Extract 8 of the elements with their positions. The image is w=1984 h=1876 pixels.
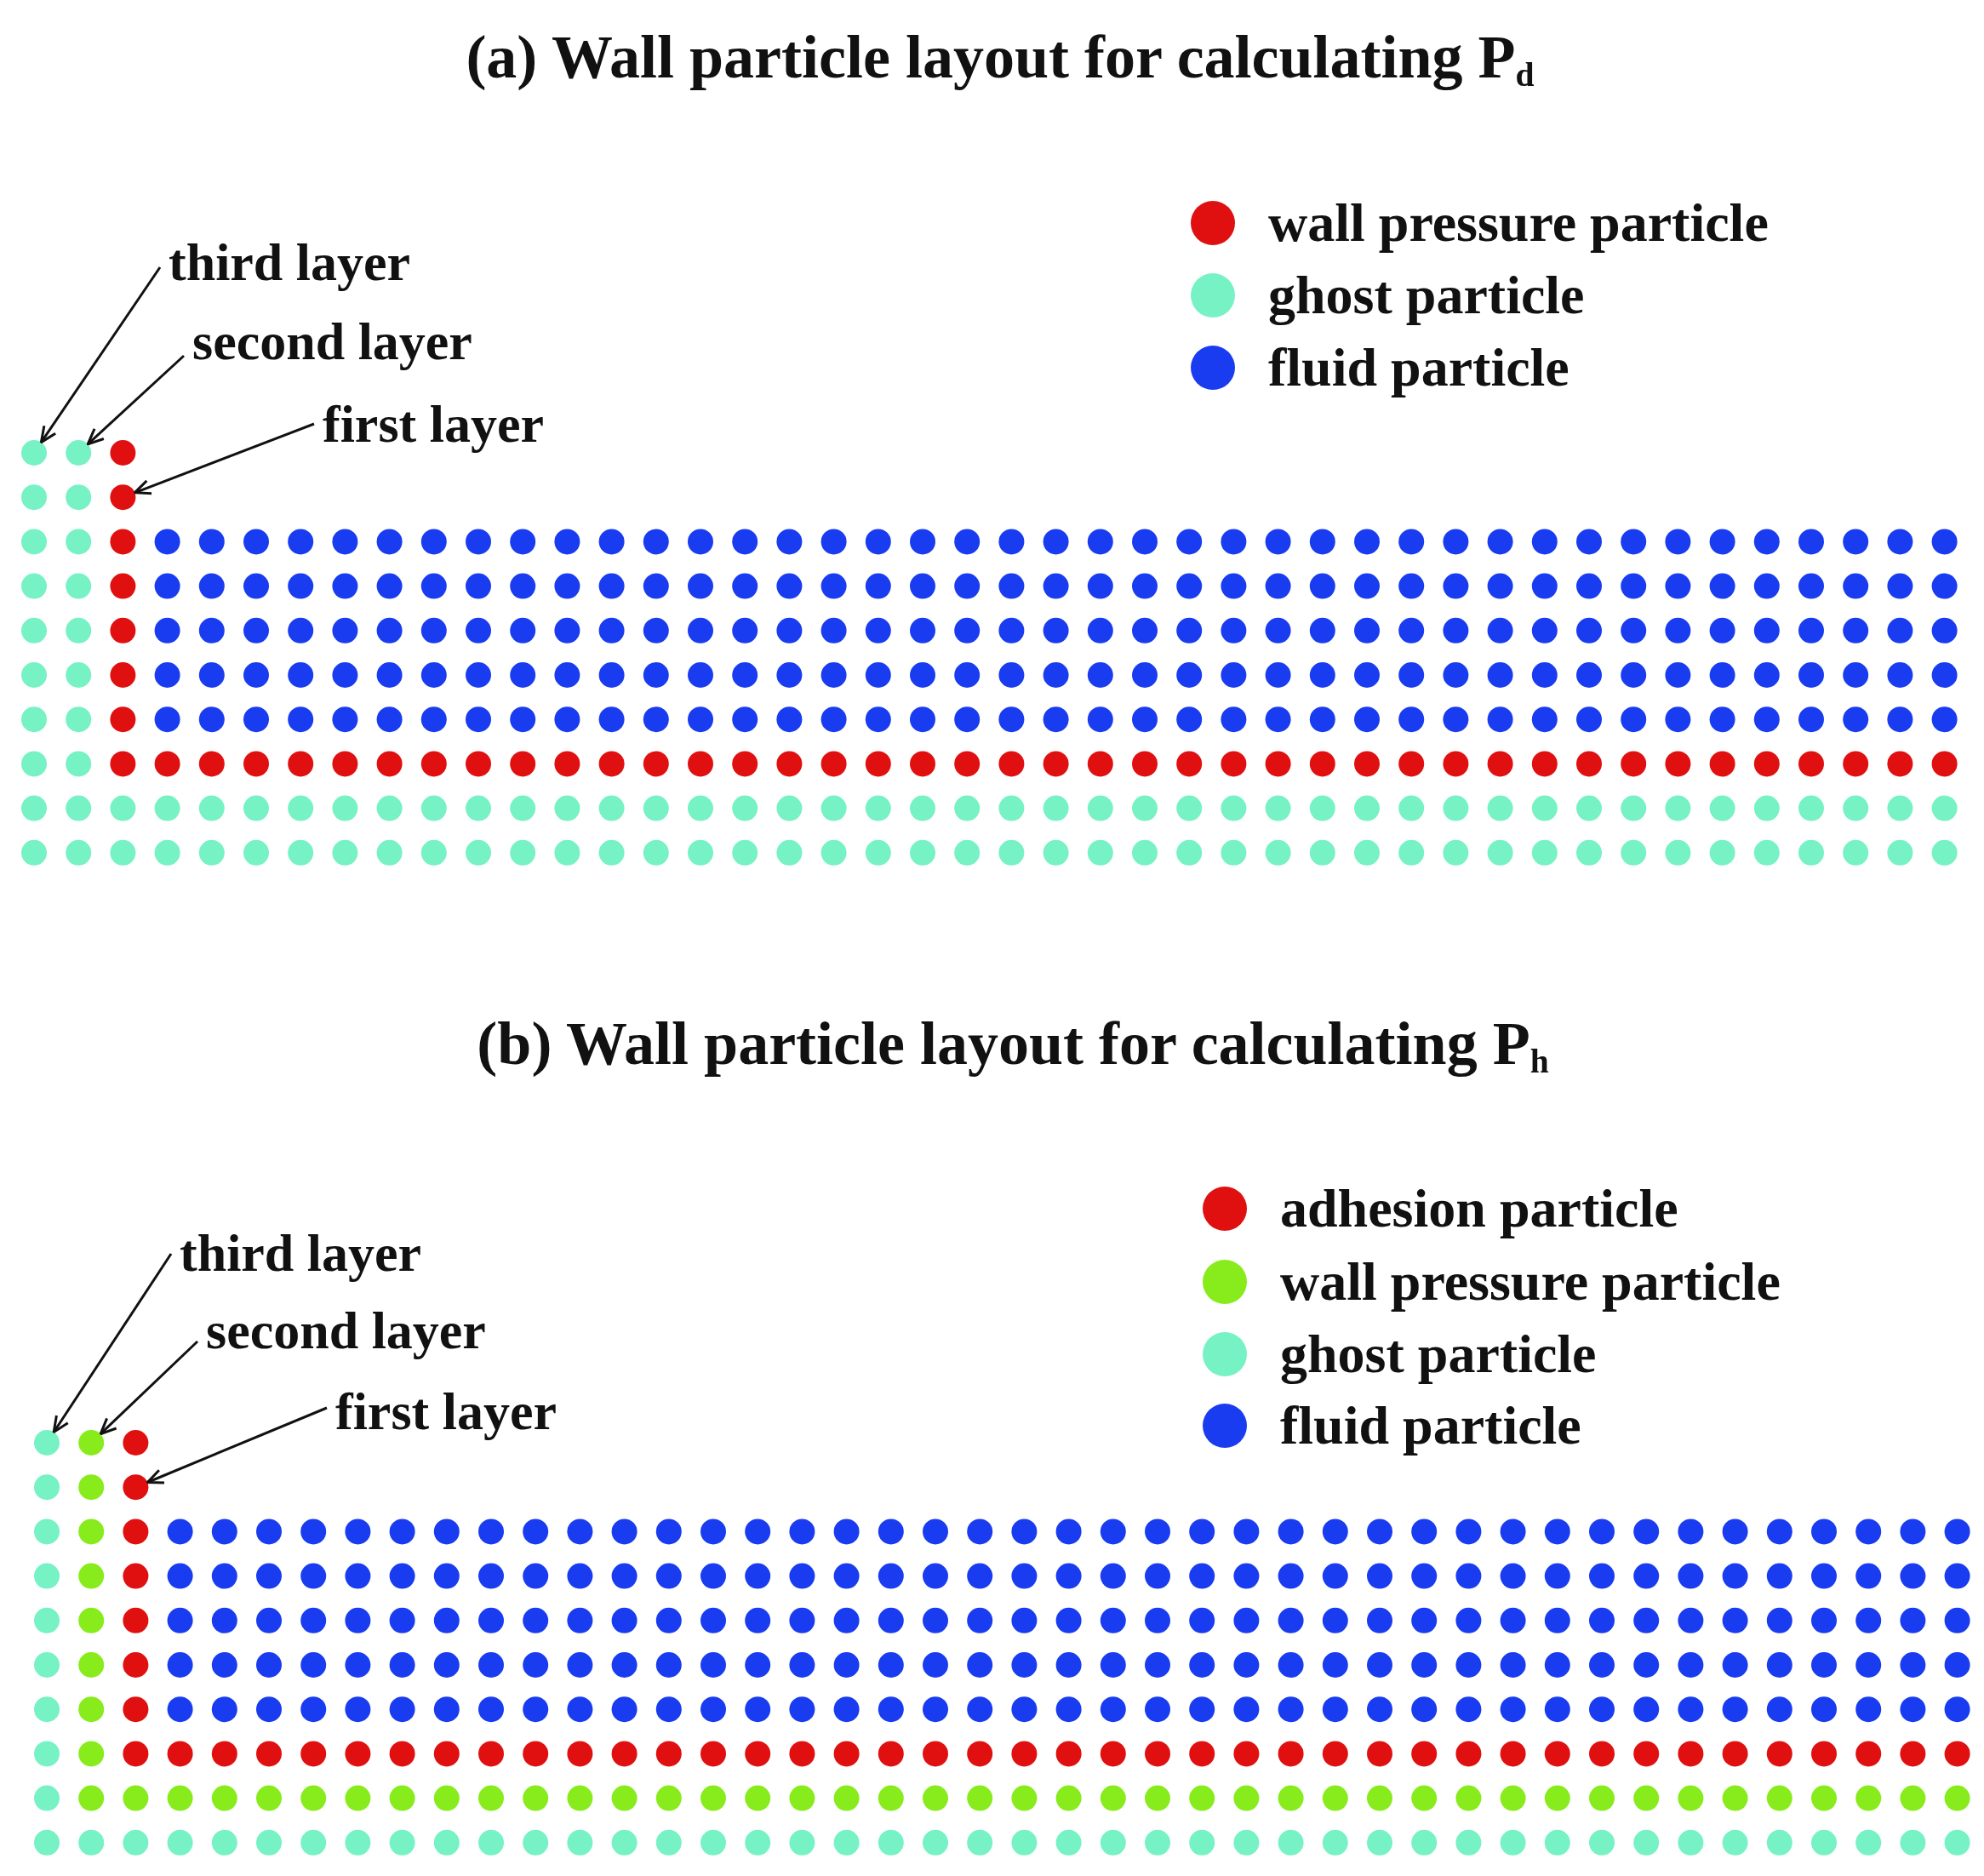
leader-line: [146, 1406, 328, 1484]
leader-line: [99, 1340, 199, 1436]
leader-line: [133, 422, 315, 495]
leader-line: [86, 354, 185, 446]
panel-title: (b) Wall particle layout for calculating P$_{h}$: [477, 1013, 1549, 1079]
leader-line: [39, 266, 162, 444]
leader-line: [52, 1253, 173, 1433]
panel-title: (a) Wall particle layout for calculating P$_{d}$: [466, 26, 1535, 93]
